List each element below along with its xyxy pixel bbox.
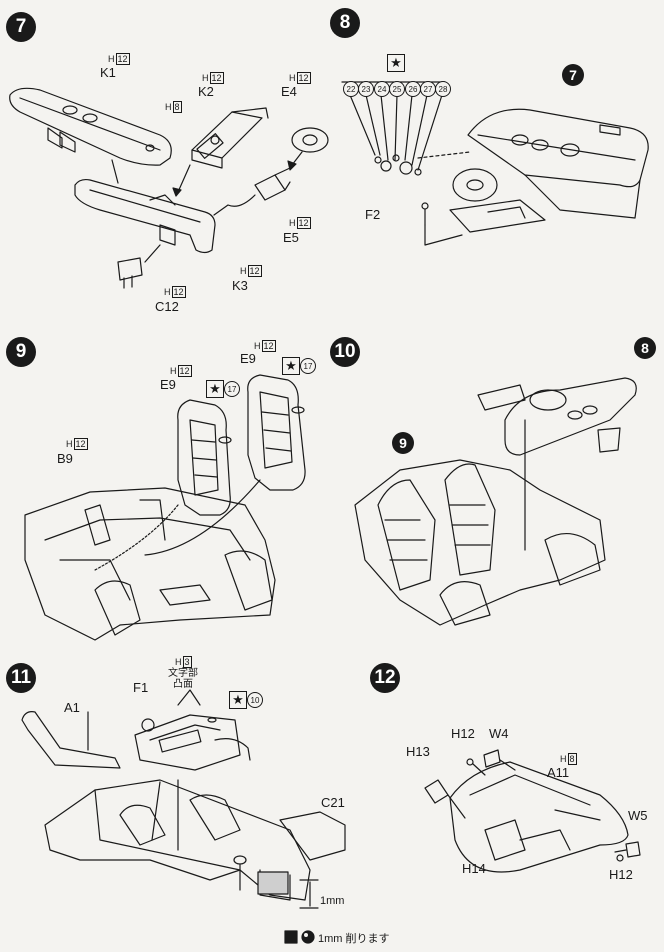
decal-number: 24	[374, 81, 390, 97]
decal-number: 28	[435, 81, 451, 97]
step8-drawing	[341, 81, 649, 246]
note-line-2: 凸面	[173, 679, 193, 690]
step11-drawing	[21, 689, 346, 909]
decal-number-left: 17	[224, 381, 240, 397]
part-label-a11: A11	[547, 765, 570, 780]
decal-number: 25	[389, 81, 405, 97]
note-raised-lettering: 文字部 凸面	[168, 668, 198, 690]
part-label-e9-right: E9	[240, 351, 256, 366]
decal-number-right: 17	[300, 358, 316, 374]
step-number-12: 12	[370, 663, 400, 693]
decal-number: 26	[405, 81, 421, 97]
measure-label: 1mm	[320, 895, 345, 907]
part-label-c12: C12	[155, 299, 179, 314]
part-label-b9: B9	[57, 451, 73, 466]
step12-drawing	[424, 749, 641, 873]
decal-star-box-step8: ★	[387, 54, 405, 72]
decal-number: 27	[420, 81, 436, 97]
step-number-11: 11	[6, 663, 36, 693]
part-label-k2: K2	[198, 84, 214, 99]
footer-text: 1mm 削ります	[318, 933, 390, 945]
part-label-k3: K3	[232, 278, 248, 293]
step10-drawing	[354, 377, 637, 626]
step9-drawing	[24, 374, 306, 641]
step7-drawing	[9, 87, 329, 289]
part-label-h13: H13	[406, 744, 430, 759]
part-label-w4: W4	[489, 726, 509, 741]
decal-star-box-step11: ★	[229, 691, 247, 709]
part-label-w5: W5	[628, 808, 648, 823]
step-number-10: 10	[330, 337, 360, 367]
part-label-a1: A1	[64, 700, 80, 715]
part-label-h12-top: H12	[451, 726, 475, 741]
part-label-e5: E5	[283, 230, 299, 245]
step-reference-7: 7	[562, 64, 584, 86]
part-label-c21: C21	[321, 795, 345, 810]
footer-icons	[284, 930, 315, 944]
step-number-9: 9	[6, 337, 36, 367]
note-line-1: 文字部	[168, 668, 198, 679]
step-reference-9: 9	[392, 432, 414, 454]
decal-star-box-left: ★	[206, 380, 224, 398]
part-label-k1: K1	[100, 65, 116, 80]
footer-note: 1mm 削ります	[318, 930, 390, 946]
part-label-h12-bottom: H12	[609, 867, 633, 882]
step-number-7: 7	[6, 12, 36, 42]
part-label-e9-left: E9	[160, 377, 176, 392]
decal-number: 22	[343, 81, 359, 97]
part-label-f1: F1	[133, 680, 149, 695]
part-label-f2: F2	[365, 207, 381, 222]
part-label-h14: H14	[462, 861, 486, 876]
decal-number-step11: 10	[247, 692, 263, 708]
part-label-e4: E4	[281, 84, 297, 99]
decal-number: 23	[358, 81, 374, 97]
step-reference-8: 8	[634, 337, 656, 359]
step-number-8: 8	[330, 8, 360, 38]
decal-star-box-right: ★	[282, 357, 300, 375]
